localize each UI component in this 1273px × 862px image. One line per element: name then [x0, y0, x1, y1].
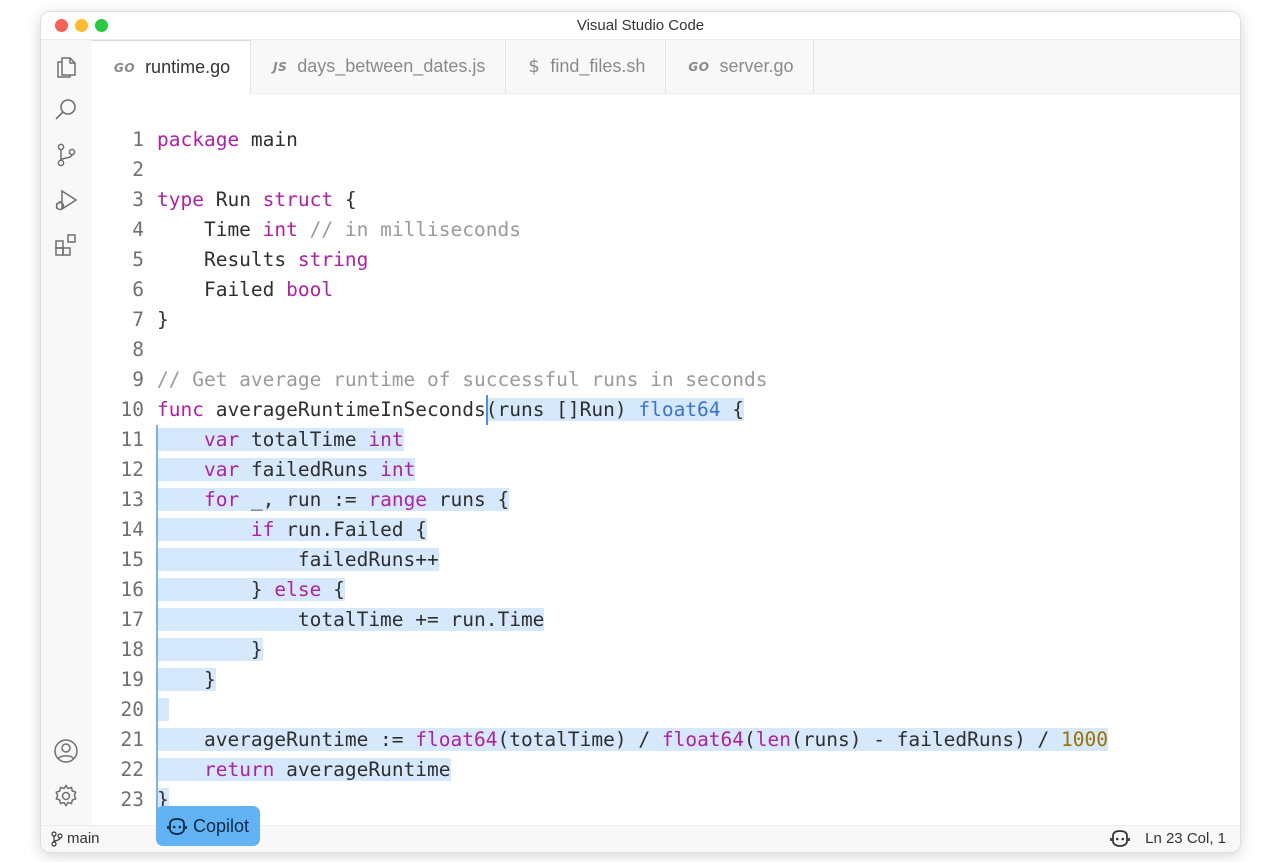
line-number: 6	[132, 278, 144, 301]
tab-server-go[interactable]: GO server.go	[666, 40, 815, 93]
shell-icon: $	[528, 56, 541, 77]
code-text[interactable]: Time int // in milliseconds	[157, 218, 521, 241]
code-text[interactable]: }	[157, 668, 216, 691]
cursor-position[interactable]: Ln 23 Col, 1	[1145, 829, 1226, 847]
code-text[interactable]: }	[157, 308, 169, 331]
editor-tab-bar: GO runtime.go JS days_between_dates.js $…	[92, 40, 1240, 94]
activity-bar	[41, 40, 93, 826]
line-number: 11	[120, 428, 144, 451]
code-text[interactable]: totalTime += run.Time	[157, 608, 545, 631]
line-number: 4	[132, 218, 144, 241]
line-number: 3	[132, 188, 144, 211]
tab-days-between-dates-js[interactable]: JS days_between_dates.js	[251, 40, 507, 93]
tab-label: find_files.sh	[550, 56, 646, 76]
copilot-label: Copilot	[192, 815, 250, 836]
tab-find-files-sh[interactable]: $ find_files.sh	[506, 40, 667, 93]
code-text[interactable]	[157, 695, 169, 725]
suggestion-gutter-bar	[156, 425, 158, 815]
window-title: Visual Studio Code	[576, 17, 705, 34]
git-branch-icon	[51, 830, 63, 847]
window-controls	[55, 19, 108, 32]
line-number: 19	[120, 668, 144, 691]
code-text[interactable]: failedRuns++	[157, 548, 439, 571]
code-text[interactable]: return averageRuntime	[157, 755, 451, 785]
line-number: 20	[120, 698, 144, 721]
source-control-icon[interactable]	[53, 142, 79, 168]
copilot-icon[interactable]	[1109, 829, 1131, 847]
line-number: 14	[120, 518, 144, 541]
minimize-window-button[interactable]	[75, 19, 88, 32]
title-bar: Visual Studio Code	[41, 12, 1240, 40]
copilot-badge[interactable]: Copilot	[156, 806, 260, 846]
text-caret	[485, 395, 488, 425]
line-number: 8	[132, 338, 144, 361]
line-number: 9	[132, 368, 144, 391]
js-icon: JS	[273, 59, 288, 74]
go-icon: GO	[114, 60, 136, 75]
line-number: 16	[120, 578, 144, 601]
line-number: 15	[120, 548, 144, 571]
copilot-icon	[167, 818, 187, 835]
line-number: 13	[120, 488, 144, 511]
extensions-icon[interactable]	[53, 232, 79, 258]
close-window-button[interactable]	[55, 19, 68, 32]
line-number: 2	[132, 158, 144, 181]
status-right: Ln 23 Col, 1	[1109, 829, 1226, 847]
code-text[interactable]: // Get average runtime of successful run…	[157, 368, 768, 391]
run-debug-icon[interactable]	[53, 187, 79, 213]
line-number: 17	[120, 608, 144, 631]
code-text[interactable]: } else {	[157, 578, 345, 601]
line-number: 10	[120, 398, 144, 421]
code-text[interactable]: }	[157, 638, 263, 661]
vscode-window: Visual Studio Code GO runtime.go J	[40, 11, 1241, 853]
branch-indicator[interactable]: main	[51, 830, 100, 847]
line-number: 1	[132, 128, 144, 151]
tab-label: runtime.go	[145, 57, 231, 77]
search-icon[interactable]	[53, 97, 79, 123]
code-text[interactable]: var totalTime int	[157, 425, 404, 455]
line-number: 21	[120, 728, 144, 751]
code-text[interactable]: }	[157, 788, 169, 811]
branch-name: main	[67, 830, 100, 847]
code-text[interactable]: func averageRuntimeInSeconds(runs []Run)…	[157, 398, 745, 421]
explorer-icon[interactable]	[53, 53, 79, 79]
tab-label: server.go	[719, 56, 794, 76]
code-text[interactable]: Results string	[157, 248, 369, 271]
line-number: 22	[120, 758, 144, 781]
code-text[interactable]: if run.Failed {	[157, 515, 428, 545]
line-number: 12	[120, 458, 144, 481]
code-text[interactable]: package main	[157, 128, 298, 151]
go-icon: GO	[688, 59, 710, 74]
tab-runtime-go[interactable]: GO runtime.go	[92, 40, 252, 94]
line-number: 7	[132, 308, 144, 331]
code-text[interactable]: var failedRuns int	[157, 455, 416, 485]
account-icon[interactable]	[53, 738, 79, 764]
code-text[interactable]: Failed bool	[157, 278, 334, 301]
settings-gear-icon[interactable]	[53, 783, 79, 809]
line-number: 5	[132, 248, 144, 271]
code-text[interactable]: averageRuntime := float64(totalTime) / f…	[157, 728, 1109, 751]
line-number: 18	[120, 638, 144, 661]
tab-label: days_between_dates.js	[297, 56, 486, 76]
maximize-window-button[interactable]	[95, 19, 108, 32]
code-text[interactable]: for _, run := range runs {	[157, 485, 510, 515]
code-text[interactable]: type Run struct {	[157, 188, 357, 211]
line-number: 23	[120, 788, 144, 811]
